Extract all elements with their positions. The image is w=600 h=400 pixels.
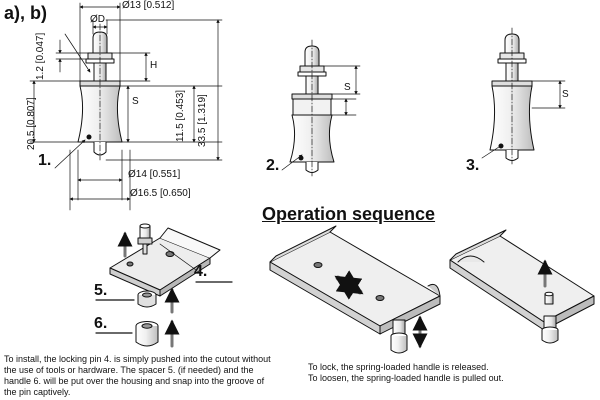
- operation-illustration-left: [269, 225, 441, 354]
- pin-variant-2: [281, 39, 361, 177]
- install-caption: To install, the locking pin 4. is simply…: [4, 354, 271, 398]
- pin-variant-1: [77, 23, 123, 161]
- variant-2-label: 2.: [266, 157, 280, 174]
- part-6-label: 6.: [94, 315, 108, 332]
- dimension-h335: 33.5 [1.319]: [197, 94, 208, 147]
- dimension-h12: 1.2 [0.047]: [35, 32, 46, 80]
- part-5-label: 5.: [94, 282, 108, 299]
- install-caption-line: To install, the locking pin 4. is simply…: [4, 354, 271, 364]
- operation-illustration-right: [449, 229, 595, 344]
- variant-ab-label: a), b): [4, 3, 47, 23]
- dimension-S-3: S: [562, 89, 569, 100]
- dimension-h115: 11.5 [0.453]: [175, 89, 186, 142]
- operate-caption: To lock, the spring-loaded handle is rel…: [308, 362, 504, 384]
- operate-caption-line: To lock, the spring-loaded handle is rel…: [308, 362, 489, 372]
- dimension-S-2: S: [344, 82, 351, 93]
- part-4-label: 4.: [194, 263, 208, 280]
- pin-variant-3: [481, 27, 566, 165]
- install-illustration: [95, 223, 233, 348]
- install-caption-line: handle 6. will be put over the housing a…: [4, 376, 265, 386]
- dimension-d14: Ø14 [0.551]: [128, 169, 181, 180]
- dimension-h205: 20.5 [0.807]: [26, 97, 37, 150]
- install-caption-line: the pin captively.: [4, 387, 71, 397]
- variant-1-label: 1.: [38, 152, 52, 169]
- dimension-d165: Ø16.5 [0.650]: [130, 188, 191, 199]
- dimension-dd: ØD: [90, 14, 105, 25]
- operate-caption-line: To loosen, the spring-loaded handle is p…: [308, 373, 504, 383]
- dimension-S: S: [132, 96, 139, 107]
- dimension-lines: [29, 2, 223, 211]
- operation-heading: Operation sequence: [262, 204, 436, 224]
- variant-3-label: 3.: [466, 157, 480, 174]
- dimension-H: H: [150, 60, 158, 71]
- install-caption-line: the use of tools or hardware. The spacer…: [4, 365, 254, 375]
- dimension-d13: Ø13 [0.512]: [122, 0, 175, 11]
